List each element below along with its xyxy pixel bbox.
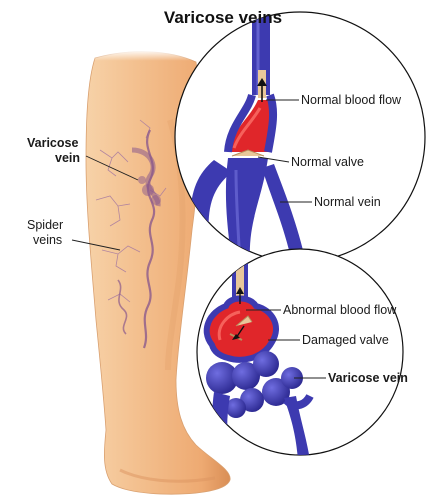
label-varicose-line1: Varicose: [27, 136, 79, 150]
leg-varicose-vein: [117, 129, 161, 349]
label-normal-valve: Normal valve: [291, 155, 364, 169]
top-inset-normal-vein: [174, 11, 426, 263]
label-damaged-valve: Damaged valve: [302, 333, 389, 347]
label-normal-blood-flow: Normal blood flow: [301, 93, 402, 107]
label-spider-line2: veins: [33, 233, 63, 247]
leader-leg-varicose: [85, 155, 139, 181]
label-normal-vein: Normal vein: [314, 195, 381, 209]
page-title: Varicose veins: [163, 8, 283, 27]
label-varicose-line2: vein: [55, 151, 81, 165]
label-varicose-vein-inset: Varicose vein: [328, 371, 408, 385]
bottom-inset-varicose-vein: [196, 248, 404, 456]
ankle-shadow: [119, 468, 216, 483]
leader-leg-spider: [71, 239, 121, 251]
label-abnormal-blood-flow: Abnormal blood flow: [283, 303, 397, 317]
label-spider-veins: Spider veins: [27, 218, 63, 248]
label-spider-line1: Spider: [27, 218, 64, 232]
leader-normal-valve: [257, 156, 290, 163]
label-varicose-vein-leg: Varicose vein: [27, 136, 80, 166]
